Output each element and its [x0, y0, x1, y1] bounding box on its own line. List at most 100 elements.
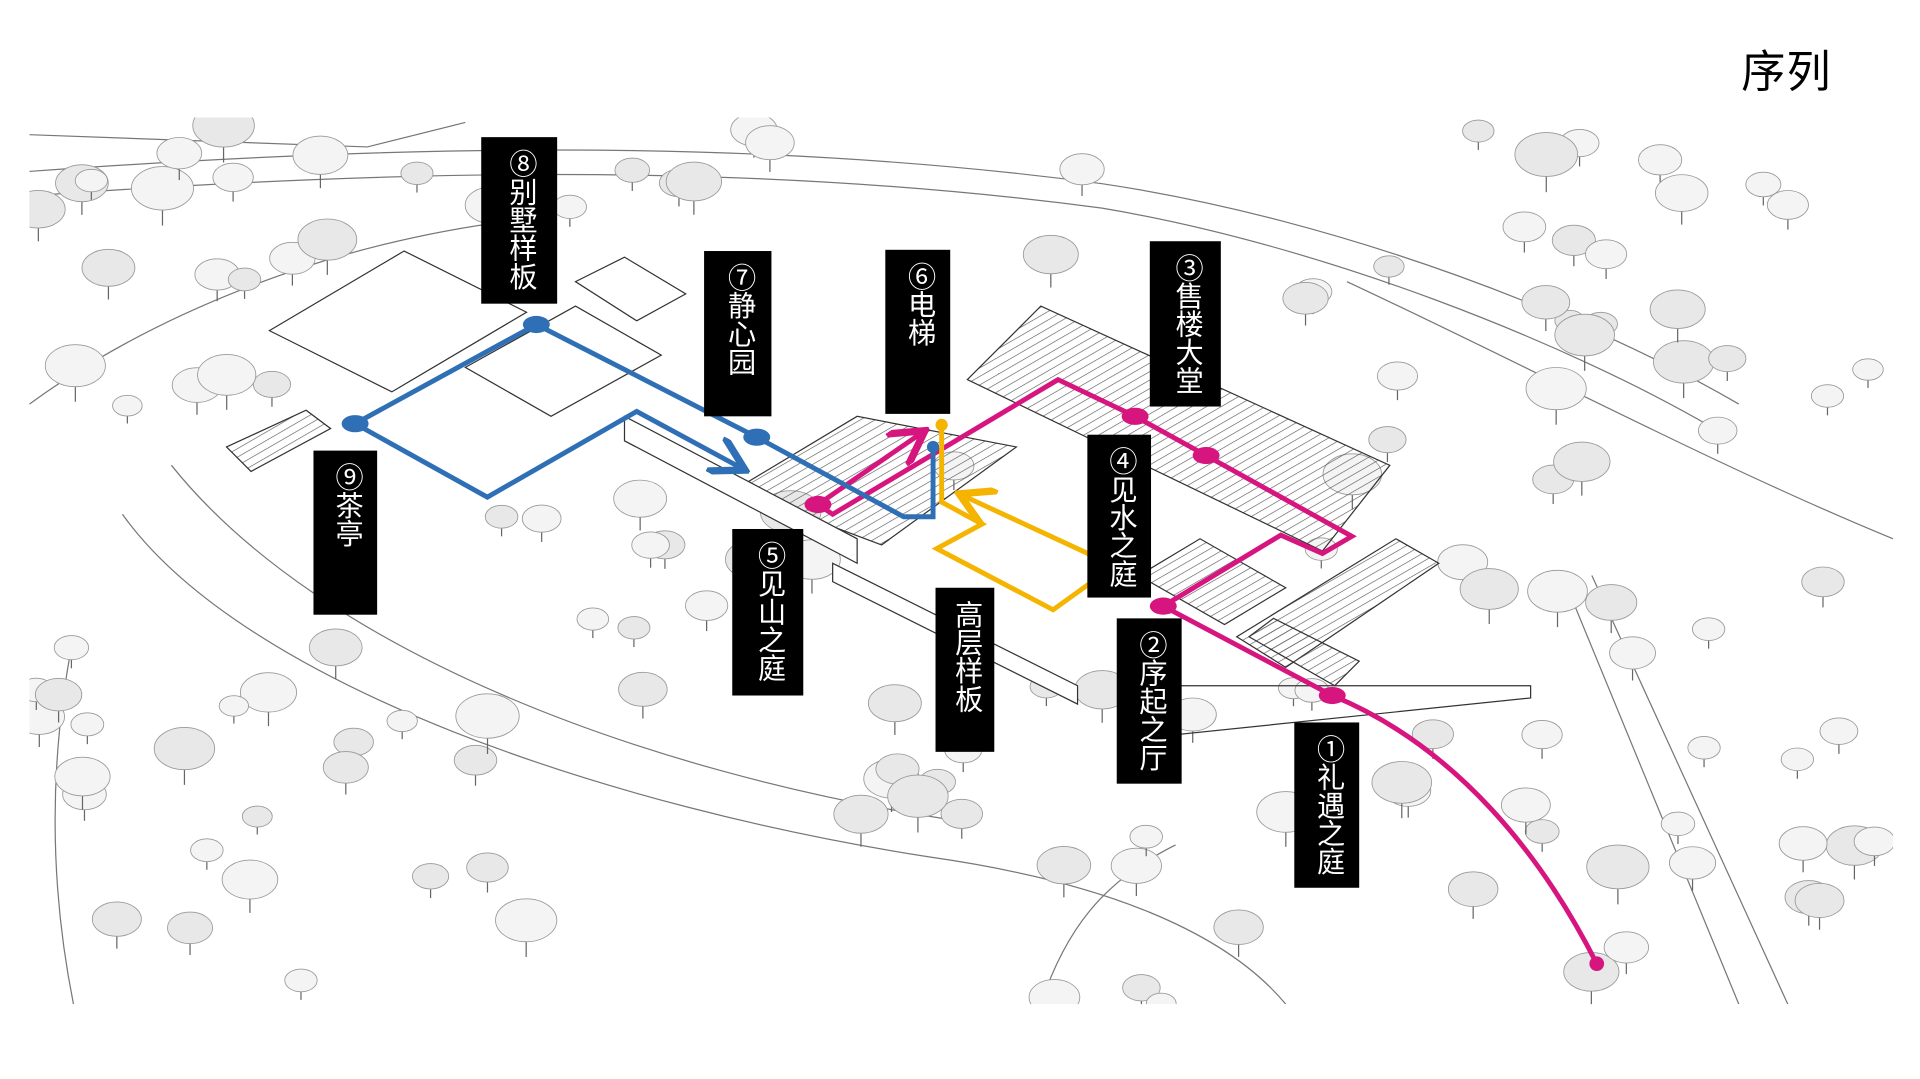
label-text: ③售楼大堂 — [1170, 253, 1202, 395]
tree-canopy — [1502, 211, 1547, 243]
tree-canopy — [1853, 826, 1894, 857]
tree-canopy — [1525, 367, 1587, 411]
route-blue — [350, 322, 936, 520]
tree-canopy — [1376, 361, 1418, 391]
tree-canopy — [1145, 992, 1177, 1005]
tree-canopy — [833, 794, 889, 834]
route-magenta-arrow — [816, 433, 921, 507]
tree-canopy — [1697, 416, 1738, 445]
route-blue-nodes — [341, 315, 940, 454]
tree-canopy — [221, 859, 279, 900]
tree-canopy — [1514, 132, 1579, 177]
tree-canopy — [1609, 636, 1656, 670]
label-courtesy-courtyard: ①礼遇之庭 — [1294, 722, 1360, 888]
label-text: ②序起之厅 — [1133, 630, 1166, 772]
tree-canopy — [212, 162, 254, 192]
label-text: ①礼遇之庭 — [1311, 734, 1344, 876]
tree-canopy — [197, 354, 257, 396]
tree-canopy — [1780, 747, 1814, 772]
tree-canopy — [1524, 819, 1560, 844]
label-text: 高层样板 — [949, 600, 982, 713]
tree-canopy — [91, 901, 142, 937]
tree-canopy — [1500, 787, 1551, 823]
tree-canopy — [1521, 285, 1571, 320]
label-text: ⑥电梯 — [902, 262, 935, 347]
tree-canopy — [521, 504, 562, 533]
tree-canopy — [1810, 384, 1845, 408]
tree-canopy — [292, 135, 349, 175]
route-magenta-path — [816, 376, 1599, 965]
tree-canopy — [1059, 153, 1105, 186]
tree-canopy — [887, 774, 949, 818]
tree-canopy — [227, 267, 262, 292]
label-tea-pavilion: ⑨茶亭 — [313, 450, 378, 615]
tree-canopy — [1527, 569, 1588, 613]
tree-canopy — [1521, 720, 1563, 750]
route-blue-path — [535, 322, 936, 520]
tree-canopy — [112, 394, 143, 417]
tree-canopy — [1794, 882, 1845, 918]
tree-canopy — [484, 504, 519, 529]
tree-canopy — [495, 898, 558, 943]
tree-canopy — [1282, 281, 1329, 315]
tree-canopy — [1022, 234, 1079, 275]
tree-canopy — [239, 672, 297, 713]
tree-canopy — [1585, 239, 1628, 270]
tree-canopy — [1819, 717, 1859, 745]
label-quiet-garden: ⑦静心园 — [704, 251, 772, 417]
tree-canopy — [297, 218, 358, 261]
tree-canopy — [308, 628, 363, 667]
tree-canopy — [453, 744, 498, 776]
tree-canopy — [81, 248, 136, 287]
base-drawing — [29, 117, 1894, 1005]
tree-canopy — [29, 190, 66, 229]
tree-canopy — [411, 863, 450, 890]
tree-canopy — [1110, 847, 1162, 884]
tree-canopy — [34, 677, 83, 712]
label-prelude-hall: ②序起之厅 — [1116, 618, 1182, 784]
tree-canopy — [1852, 358, 1884, 381]
tree-canopy — [613, 479, 668, 518]
route-magenta — [816, 376, 1599, 965]
route-blue-loop — [350, 322, 741, 500]
tree-canopy — [167, 911, 214, 945]
tree-canopy — [1586, 844, 1650, 890]
tree-canopy — [1585, 584, 1638, 621]
label-water-courtyard: ④见水之庭 — [1087, 434, 1152, 598]
label-text: ⑧别墅样板 — [503, 149, 536, 291]
tree-canopy — [1708, 345, 1747, 373]
tree-canopy — [70, 712, 105, 737]
tree-canopy — [252, 370, 292, 398]
label-highrise-sample: 高层样板 — [935, 587, 995, 752]
label-text: ④见水之庭 — [1103, 446, 1136, 588]
tree-canopy — [1660, 811, 1696, 837]
tree-canopy — [685, 590, 729, 621]
tree-canopy — [1129, 824, 1163, 849]
tree-canopy — [54, 756, 111, 797]
tree-canopy — [1551, 224, 1596, 256]
page-title: 序列 — [1741, 47, 1832, 98]
tree-canopy — [614, 157, 651, 183]
tree-canopy — [665, 161, 723, 202]
tree-canopy — [1687, 735, 1721, 760]
tree-canopy — [322, 751, 369, 784]
tree-canopy — [466, 852, 509, 883]
tree-canopy — [1028, 979, 1081, 1005]
tree-canopy — [1036, 846, 1092, 885]
tree-canopy — [867, 684, 922, 723]
tree-canopy — [618, 671, 668, 707]
label-villa-sample: ⑧别墅样板 — [481, 137, 558, 304]
tree-canopy — [241, 805, 273, 828]
tree-canopy — [1447, 871, 1499, 907]
label-text: ⑤见山之庭 — [752, 541, 785, 683]
label-mountain-courtyard: ⑤见山之庭 — [732, 528, 804, 696]
tree-canopy — [386, 709, 418, 733]
tree-canopy — [1691, 617, 1726, 641]
route-magenta-nodes — [804, 407, 1605, 972]
tree-canopy — [130, 166, 194, 211]
tree-canopy — [1459, 568, 1519, 610]
tree-canopy — [218, 695, 249, 717]
tree-canopy — [156, 137, 203, 170]
